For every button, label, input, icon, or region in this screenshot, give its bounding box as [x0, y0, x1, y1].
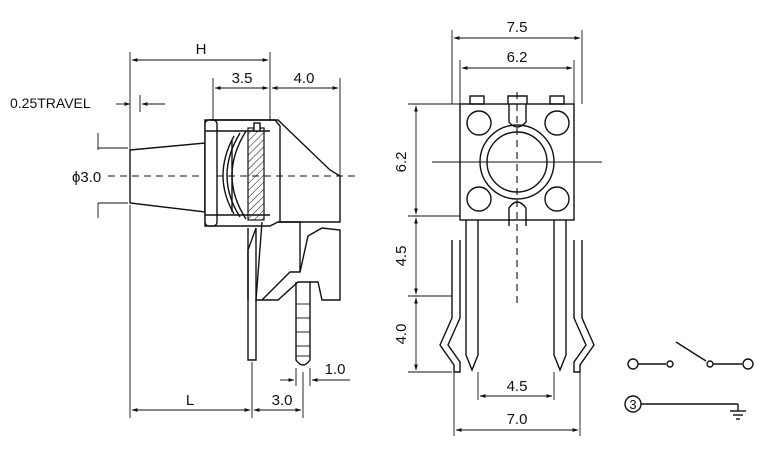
mount-hole-tr [544, 110, 570, 136]
schematic-terminal-left [627, 358, 639, 370]
top-slot [508, 104, 527, 128]
hatched-base [247, 127, 265, 221]
dim-h-label: H [196, 41, 207, 58]
leg-inner-left [465, 220, 479, 372]
front-view: 7.5 6.2 6.2 4.5 4.0 4.5 7.0 [393, 19, 602, 436]
dim-4-0-top-label: 4.0 [294, 70, 315, 87]
dim-l-label: L [186, 392, 194, 409]
leg-outer-right [573, 240, 595, 373]
side-view: H 3.5 4.0 0.25TRAVEL ϕ3.0 L 3.0 [10, 41, 358, 418]
dim-3-0-label: 3.0 [272, 392, 293, 409]
leg-inner-right [553, 220, 567, 372]
dim-4-0-side-label: 4.0 [393, 324, 410, 345]
dim-3-5-label: 3.5 [232, 70, 253, 87]
lead-pin [295, 282, 311, 366]
dim-4-5-side-label: 4.5 [393, 246, 410, 267]
dim-6-2-top-label: 6.2 [507, 49, 528, 66]
leg-outer-left [439, 240, 461, 373]
schematic-terminal-right [742, 358, 754, 370]
mount-hole-br [544, 186, 570, 212]
switch-housing [204, 119, 341, 227]
switch-schematic: 3 [624, 341, 754, 420]
mount-hole-bl [466, 186, 492, 212]
long-pin [247, 228, 257, 361]
schematic-switch-blade [675, 341, 707, 362]
dim-7-0-label: 7.0 [507, 411, 528, 428]
dim-4-5-bottom-label: 4.5 [507, 378, 528, 395]
dim-phi-label: ϕ3.0 [72, 169, 101, 186]
dim-travel-label: 0.25TRAVEL [10, 95, 91, 111]
schematic-terminal-3-label: 3 [629, 397, 636, 412]
lower-body [255, 221, 341, 301]
dim-6-2-side-label: 6.2 [393, 152, 410, 173]
mount-hole-tl [466, 110, 492, 136]
dim-1-0-label: 1.0 [325, 361, 346, 378]
actuator-stem [129, 142, 206, 213]
dim-7-5-label: 7.5 [507, 19, 528, 36]
